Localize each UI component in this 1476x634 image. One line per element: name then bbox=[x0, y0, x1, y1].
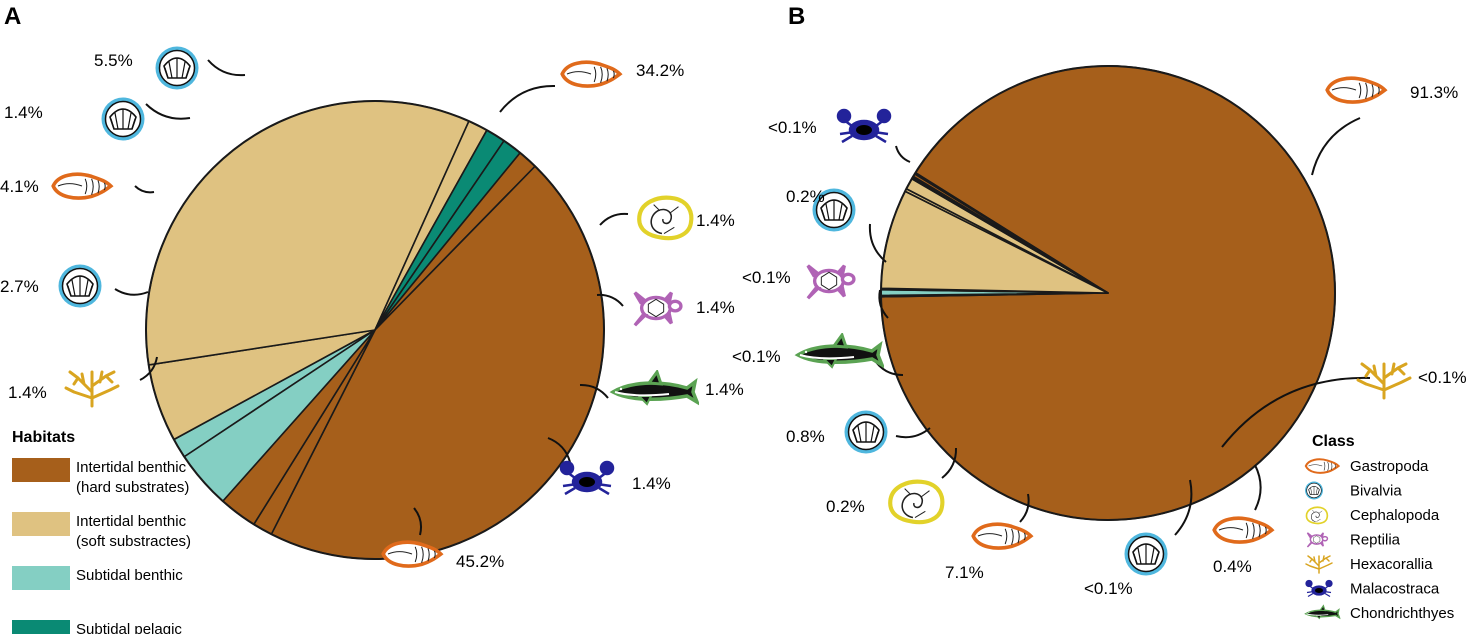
pie-a-cephalopoda-icon-3 bbox=[639, 198, 691, 238]
shark-icon bbox=[1304, 604, 1341, 620]
pie-a-malacostraca-icon-6 bbox=[559, 460, 615, 496]
pie-a-label-10: 4.1% bbox=[0, 177, 39, 196]
pie-a-gastropoda-icon-2 bbox=[560, 60, 622, 88]
pie-b-gastropoda-icon-2 bbox=[1212, 516, 1274, 544]
pie-b-hexacorallia-icon-1 bbox=[1356, 362, 1412, 400]
habitat-swatch-intertidal_hard bbox=[12, 458, 70, 482]
pie-a-label-0: 1.4% bbox=[4, 103, 43, 122]
pie-b-leader-8 bbox=[878, 289, 889, 319]
pie-b-label-9: 0.2% bbox=[786, 187, 825, 206]
pie-a-label-1: 5.5% bbox=[94, 51, 133, 70]
pie-b-malacostraca-icon-10 bbox=[836, 108, 892, 144]
panel-a-label: A bbox=[4, 3, 21, 30]
pie-b-label-0: 91.3% bbox=[1410, 83, 1458, 102]
pie-a-reptilia-icon-4 bbox=[633, 290, 683, 327]
pie-a-bivalvia-icon-0 bbox=[100, 96, 146, 142]
class-label-bivalvia: Bivalvia bbox=[1350, 483, 1402, 500]
pie-a-label-8: 1.4% bbox=[8, 383, 47, 402]
habitat-sublabel-intertidal_hard: (hard substrates) bbox=[76, 479, 189, 496]
pie-a-label-7: 45.2% bbox=[456, 552, 504, 571]
habitat-legend-title: Habitats bbox=[12, 429, 75, 446]
pie-a-leader-5 bbox=[579, 383, 609, 399]
pie-b-reptilia-icon-8 bbox=[806, 263, 856, 300]
habitat-legend: Habitats Intertidal benthic (hard substra… bbox=[12, 429, 191, 634]
pie-a-label-9: 2.7% bbox=[0, 277, 39, 296]
pie-a-label-6: 1.4% bbox=[632, 474, 671, 493]
pie-a-leader-0 bbox=[145, 103, 191, 120]
pie-b-bivalvia-icon-3 bbox=[1123, 531, 1169, 577]
pie-b-label-8: <0.1% bbox=[742, 268, 791, 287]
pie-b-leader-1 bbox=[1221, 376, 1371, 448]
class-label-chondrichthyes: Chondrichthyes bbox=[1350, 605, 1454, 622]
coral-icon bbox=[1305, 555, 1333, 574]
pie-b-label-7: <0.1% bbox=[732, 347, 781, 366]
pie-b-leader-3 bbox=[1174, 479, 1193, 536]
pie-b-outline bbox=[880, 65, 1336, 521]
habitat-swatch-intertidal_soft bbox=[12, 512, 70, 536]
pie-a-leader-3 bbox=[599, 212, 629, 226]
pie-a-bivalvia-icon-9 bbox=[57, 263, 103, 309]
pie-a-leader-4 bbox=[596, 293, 624, 307]
pie-a-label-4: 1.4% bbox=[696, 298, 735, 317]
pie-chart-b: 91.3% <0.1% 0.4% <0.1% 7.1% 0.2% 0.8% <0.1% <0.1… bbox=[732, 65, 1467, 598]
pie-a-chondrichthyes-icon-5 bbox=[611, 370, 699, 406]
pie-b-label-6: 0.8% bbox=[786, 427, 825, 446]
class-label-gastropoda: Gastropoda bbox=[1350, 458, 1429, 475]
pie-b-leader-6 bbox=[895, 427, 931, 439]
pie-a-leader-7 bbox=[413, 507, 423, 536]
pie-b-label-5: 0.2% bbox=[826, 497, 865, 516]
pie-b-leader-5 bbox=[941, 447, 958, 479]
habitat-swatch-subtidal_benthic bbox=[12, 566, 70, 590]
pie-b-bivalvia-icon-6 bbox=[843, 409, 889, 455]
habitat-label-subtidal_pelagic: Subtidal pelagic bbox=[76, 621, 182, 634]
pie-a-leader-6 bbox=[547, 437, 571, 463]
pie-b-chondrichthyes-icon-7 bbox=[796, 333, 884, 369]
pie-a-gastropoda-icon-10 bbox=[51, 172, 113, 200]
pie-chart-a: 1.4% 5.5% 34.2% 1.4% 1.4% 1.4% 1.4% 45.2% 1.4% 2.… bbox=[0, 45, 744, 571]
pie-b-leader-2 bbox=[1254, 464, 1262, 511]
pie-b-leader-4 bbox=[1019, 493, 1030, 523]
pie-a-label-3: 1.4% bbox=[696, 211, 735, 230]
panel-b-label: B bbox=[788, 3, 805, 30]
habitat-label-intertidal_hard: Intertidal benthic bbox=[76, 459, 187, 476]
pie-b-gastropoda-icon-4 bbox=[971, 522, 1033, 550]
pie-a-leader-2 bbox=[499, 84, 556, 113]
scallop-icon bbox=[1304, 481, 1324, 500]
pie-b-leader-9 bbox=[868, 223, 887, 263]
turtle-icon bbox=[1306, 532, 1329, 548]
habitat-label-subtidal_benthic: Subtidal benthic bbox=[76, 567, 183, 584]
pie-b-label-3: <0.1% bbox=[1084, 579, 1133, 598]
pie-a-leader-9 bbox=[114, 288, 149, 296]
habitat-swatch-subtidal_pelagic bbox=[12, 620, 70, 634]
pie-b-leader-0 bbox=[1311, 117, 1361, 176]
pie-a-label-2: 34.2% bbox=[636, 61, 684, 80]
pie-b-gastropoda-icon-0 bbox=[1325, 76, 1387, 104]
pie-a-outline bbox=[145, 100, 605, 560]
habitat-label-intertidal_soft: Intertidal benthic bbox=[76, 513, 187, 530]
pie-a-leader-1 bbox=[207, 59, 246, 77]
class-label-cephalopoda: Cephalopoda bbox=[1350, 507, 1440, 524]
pie-b-label-4: 7.1% bbox=[945, 563, 984, 582]
habitat-sublabel-intertidal_soft: (soft substractes) bbox=[76, 533, 191, 550]
class-legend-title: Class bbox=[1312, 433, 1355, 450]
class-legend: Class GastropodaBivalviaCephalopodaRepti… bbox=[1304, 433, 1454, 622]
pie-b-cephalopoda-icon-5 bbox=[890, 482, 942, 522]
pie-b-label-2: 0.4% bbox=[1213, 557, 1252, 576]
pie-a-leader-10 bbox=[134, 185, 155, 194]
nautilus-icon bbox=[1305, 506, 1329, 525]
class-label-malacostraca: Malacostraca bbox=[1350, 581, 1440, 598]
pie-a-leader-8 bbox=[139, 356, 158, 381]
class-label-hexacorallia: Hexacorallia bbox=[1350, 556, 1433, 573]
shell-gastropod-icon bbox=[1304, 458, 1340, 474]
pie-b-leader-10 bbox=[895, 145, 911, 163]
pie-a-hexacorallia-icon-8 bbox=[64, 370, 120, 408]
pie-a-bivalvia-icon-1 bbox=[154, 45, 200, 91]
pie-b-label-10: <0.1% bbox=[768, 118, 817, 137]
crab-icon bbox=[1305, 579, 1333, 598]
pie-a-label-5: 1.4% bbox=[705, 380, 744, 399]
pie-b-label-1: <0.1% bbox=[1418, 368, 1467, 387]
class-label-reptilia: Reptilia bbox=[1350, 532, 1401, 549]
